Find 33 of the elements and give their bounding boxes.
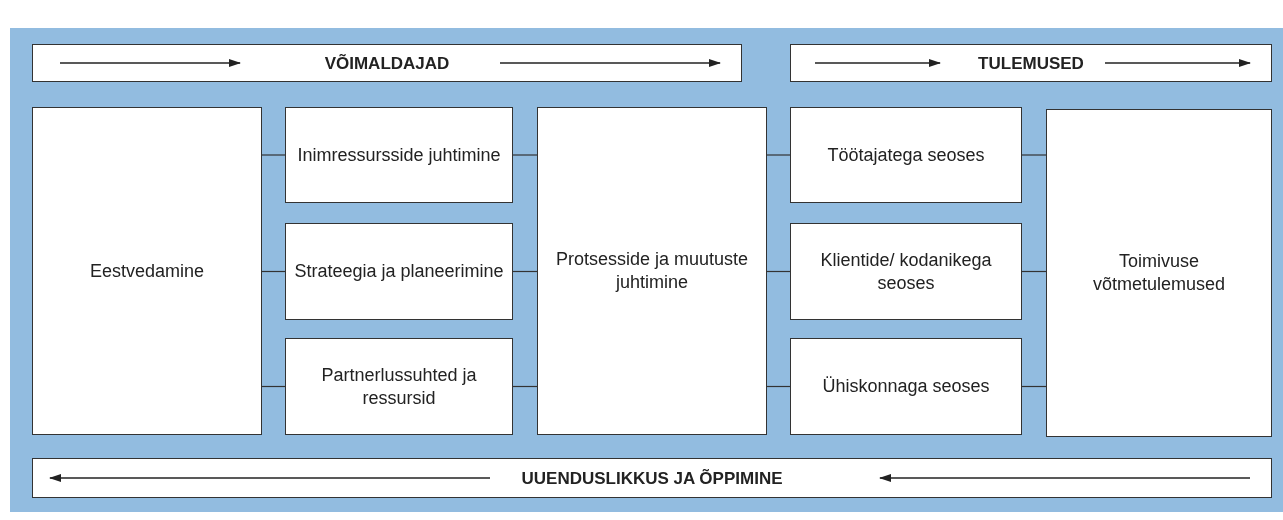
box-label: Inimressursside juhtimine bbox=[296, 143, 502, 167]
box-label: Ühiskonnaga seoses bbox=[821, 375, 991, 398]
process-box bbox=[32, 107, 262, 435]
process-box bbox=[790, 338, 1022, 435]
header-band bbox=[32, 458, 1272, 498]
connector-line bbox=[766, 154, 791, 156]
box-label: Strateegia ja planeerimine bbox=[293, 260, 505, 283]
connector-line bbox=[512, 154, 538, 156]
process-box bbox=[790, 223, 1022, 320]
box-label: Eestvedamine bbox=[88, 259, 206, 283]
process-box bbox=[285, 107, 513, 203]
connector-line bbox=[512, 270, 538, 273]
process-box bbox=[790, 107, 1022, 203]
connector-line bbox=[766, 270, 791, 273]
connector-line bbox=[512, 385, 538, 388]
box-label: Protsesside ja muutuste juhtimine bbox=[554, 248, 750, 294]
process-box bbox=[1046, 109, 1272, 437]
box-label: Klientide/ kodanikega seoses bbox=[819, 248, 993, 295]
connector-line bbox=[1021, 270, 1047, 273]
connector-line bbox=[766, 385, 791, 388]
process-box bbox=[285, 338, 513, 435]
header-band bbox=[790, 44, 1272, 82]
box-label: Töötajatega seoses bbox=[826, 143, 986, 167]
process-box bbox=[285, 223, 513, 320]
connector-line bbox=[261, 385, 286, 388]
connector-line bbox=[1021, 385, 1047, 388]
header-band bbox=[32, 44, 742, 82]
connector-line bbox=[1021, 154, 1047, 156]
process-box bbox=[537, 107, 767, 435]
connector-line bbox=[261, 154, 286, 156]
connector-line bbox=[261, 270, 286, 273]
box-label: Toimivuse võtmetulemused bbox=[1091, 250, 1227, 296]
box-label: Partnerlussuhted ja ressursid bbox=[320, 363, 478, 410]
